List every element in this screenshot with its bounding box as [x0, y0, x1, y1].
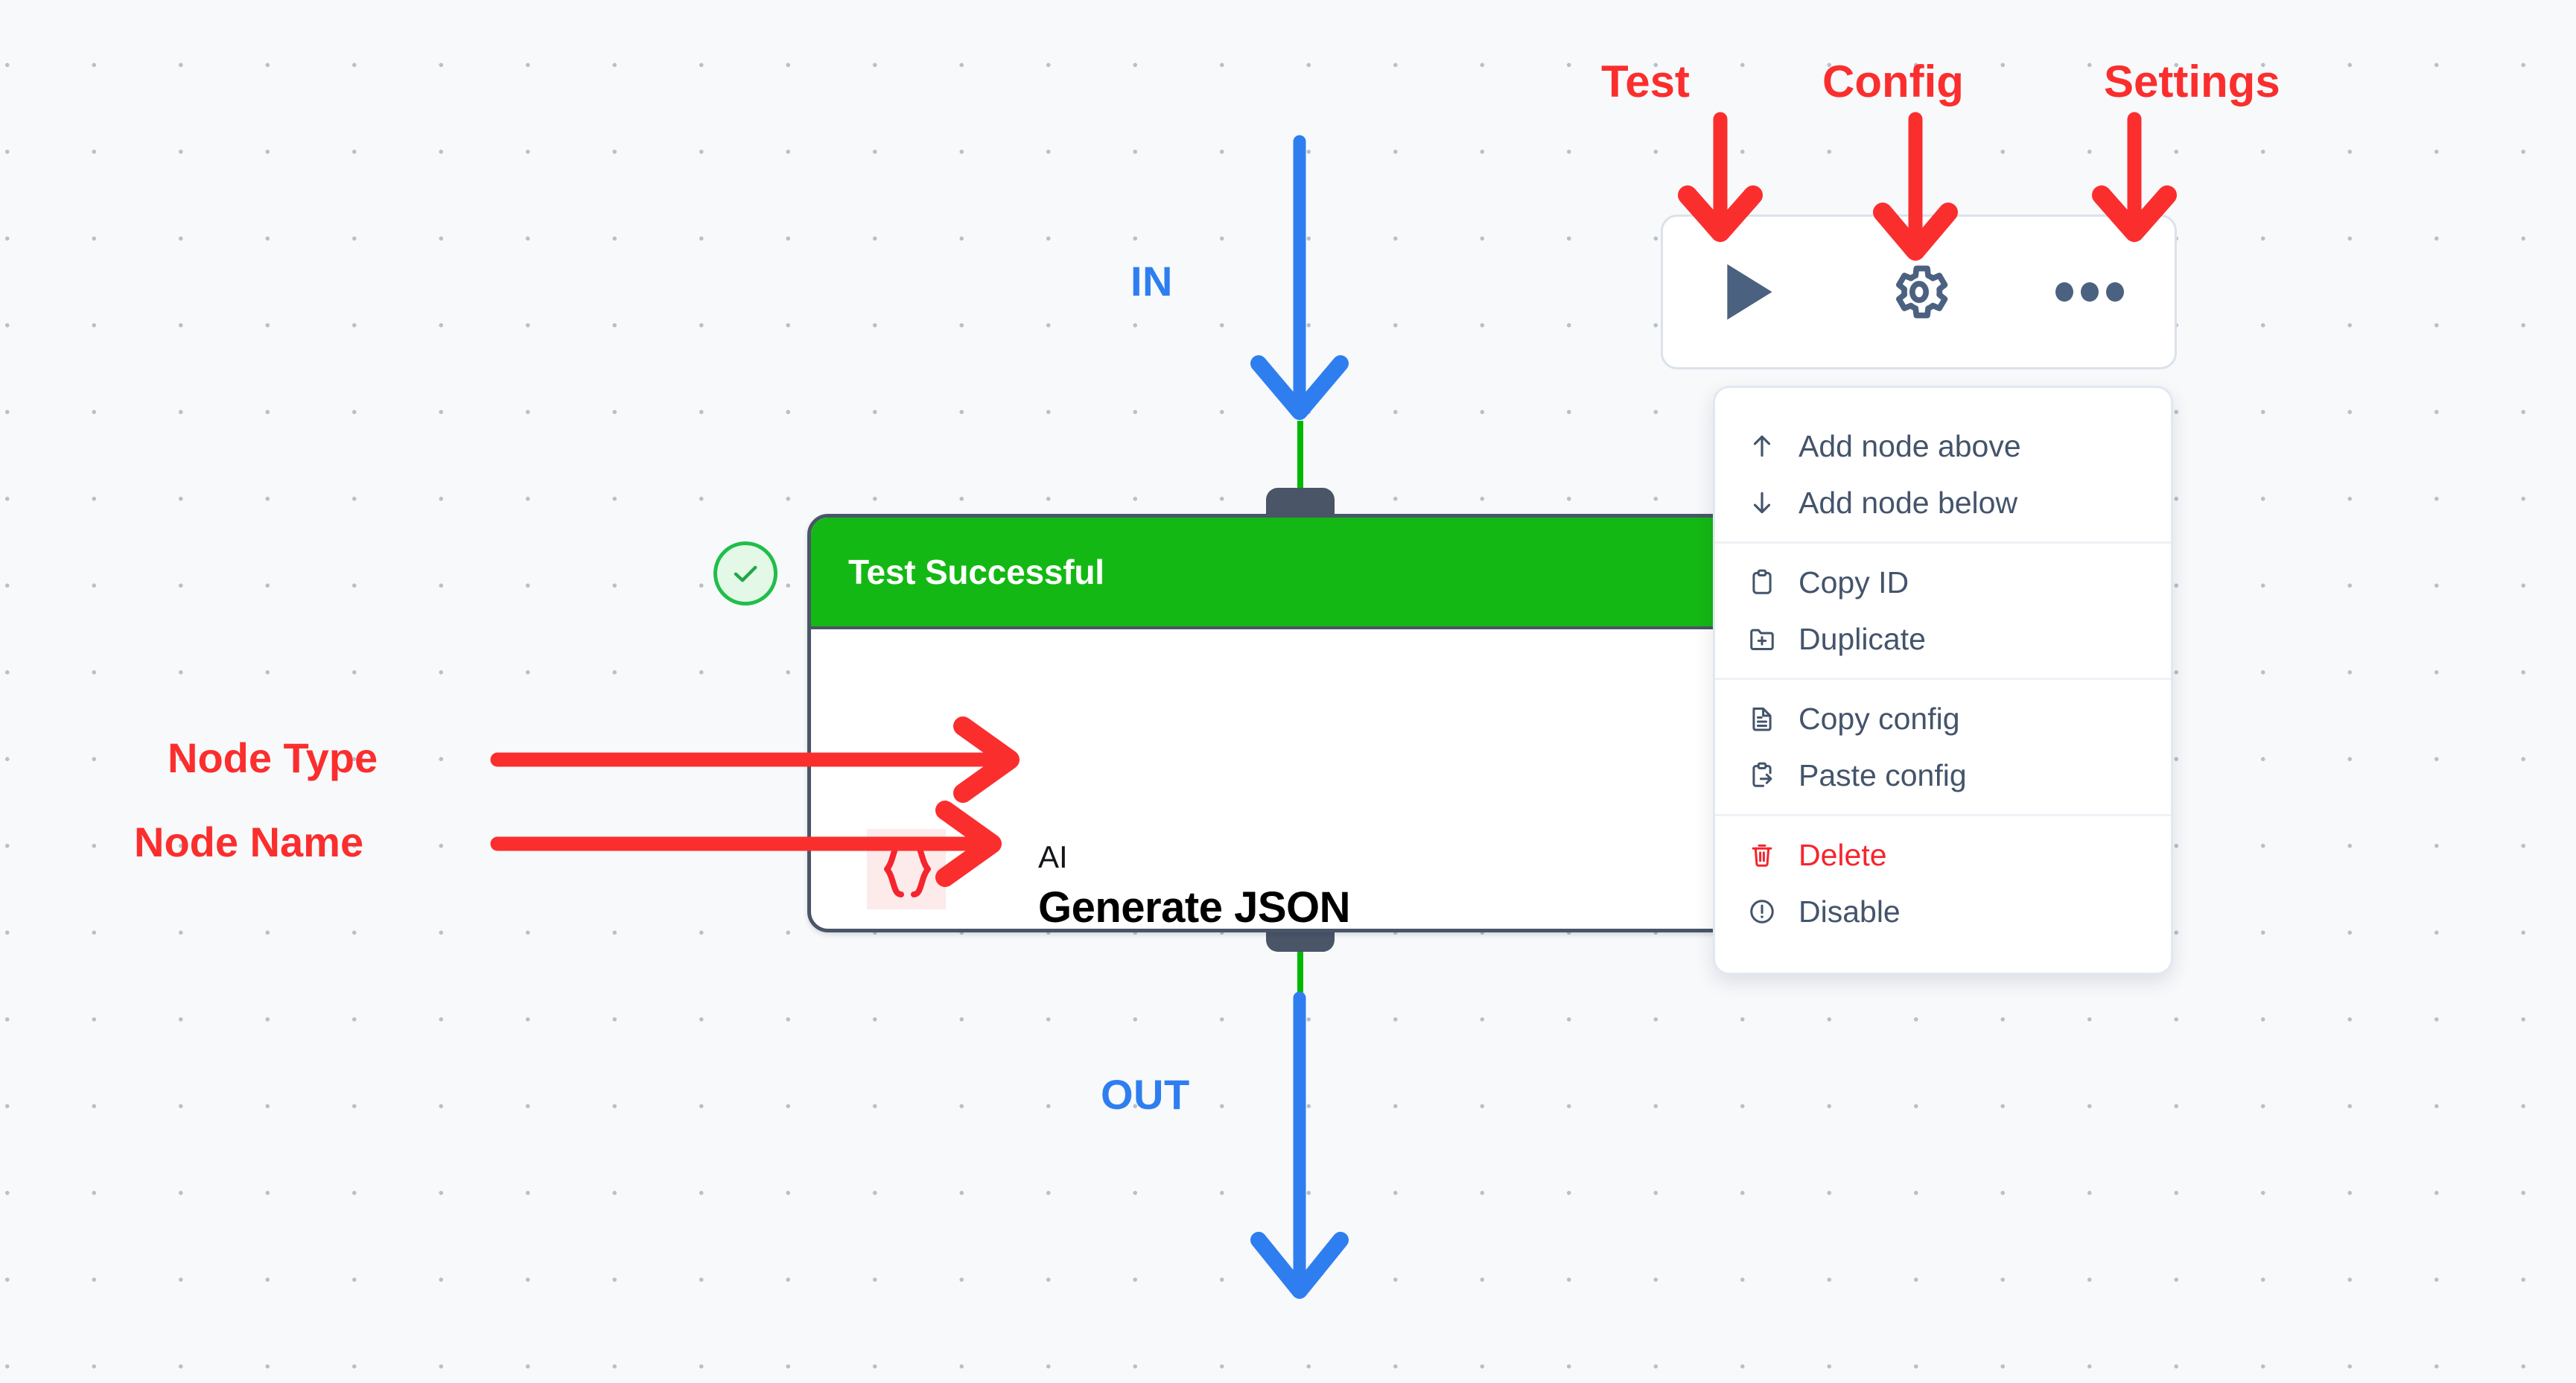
node-status-label: Test Successful [848, 553, 1104, 591]
menu-item-label: Disable [1799, 894, 1901, 929]
menu-group: Copy config Paste config [1715, 678, 2171, 814]
node-input-handle[interactable] [1266, 488, 1335, 518]
menu-item-copy-id[interactable]: Copy ID [1715, 554, 2171, 611]
settings-button[interactable] [2004, 217, 2175, 367]
json-braces-icon [867, 829, 946, 909]
menu-item-add-node-below[interactable]: Add node below [1715, 474, 2171, 531]
document-lines-icon [1748, 705, 1776, 733]
flow-out-arrow [1250, 991, 1349, 1299]
node-status-header: Test Successful [811, 518, 1801, 629]
callout-label-node-name: Node Name [134, 818, 364, 865]
menu-item-label: Copy config [1799, 701, 1960, 736]
check-circle-icon [713, 541, 777, 605]
workflow-node[interactable]: Test Successful AI Generate JSON [807, 514, 1805, 932]
menu-item-label: Duplicate [1799, 621, 1926, 656]
play-icon [1726, 264, 1772, 320]
menu-item-label: Copy ID [1799, 565, 1909, 600]
ellipsis-icon [2055, 282, 2124, 302]
menu-item-add-node-above[interactable]: Add node above [1715, 418, 2171, 474]
trash-icon [1748, 841, 1776, 869]
exclamation-circle-icon [1748, 897, 1776, 926]
folder-plus-icon [1748, 625, 1776, 653]
output-wire [1297, 929, 1303, 998]
menu-item-duplicate[interactable]: Duplicate [1715, 611, 2171, 667]
node-name-text: Generate JSON [1038, 883, 1351, 932]
menu-item-label: Add node below [1799, 485, 2018, 520]
node-context-menu[interactable]: Add node above Add node below [1713, 386, 2173, 975]
menu-item-delete[interactable]: Delete [1715, 827, 2171, 883]
clipboard-arrow-icon [1748, 761, 1776, 789]
menu-group: Copy ID Duplicate [1715, 541, 2171, 678]
menu-item-label: Paste config [1799, 757, 1967, 792]
gear-icon [1895, 265, 1947, 319]
config-button[interactable] [1834, 217, 2004, 367]
menu-group: Add node above Add node below [1715, 407, 2171, 541]
menu-item-copy-config[interactable]: Copy config [1715, 690, 2171, 747]
node-toolbar[interactable] [1661, 214, 2177, 369]
menu-group: Delete Disable [1715, 814, 2171, 950]
clipboard-icon [1748, 568, 1776, 597]
callout-label-test: Test [1601, 57, 1690, 106]
flow-in-arrow [1250, 135, 1349, 420]
node-type-text: AI [1038, 839, 1068, 874]
flow-in-label: IN [1130, 258, 1173, 305]
menu-item-paste-config[interactable]: Paste config [1715, 747, 2171, 804]
callout-label-config: Config [1822, 57, 1964, 106]
callout-label-node-type: Node Type [168, 734, 378, 781]
node-body: AI Generate JSON [811, 629, 1801, 932]
flow-out-label: OUT [1101, 1071, 1190, 1118]
arrow-up-icon [1748, 432, 1776, 460]
test-button[interactable] [1663, 217, 1834, 367]
menu-item-label: Delete [1799, 837, 1887, 872]
input-wire [1297, 421, 1303, 516]
menu-item-label: Add node above [1799, 428, 2021, 463]
callout-label-settings: Settings [2104, 57, 2280, 106]
menu-item-disable[interactable]: Disable [1715, 883, 2171, 940]
arrow-down-icon [1748, 489, 1776, 517]
